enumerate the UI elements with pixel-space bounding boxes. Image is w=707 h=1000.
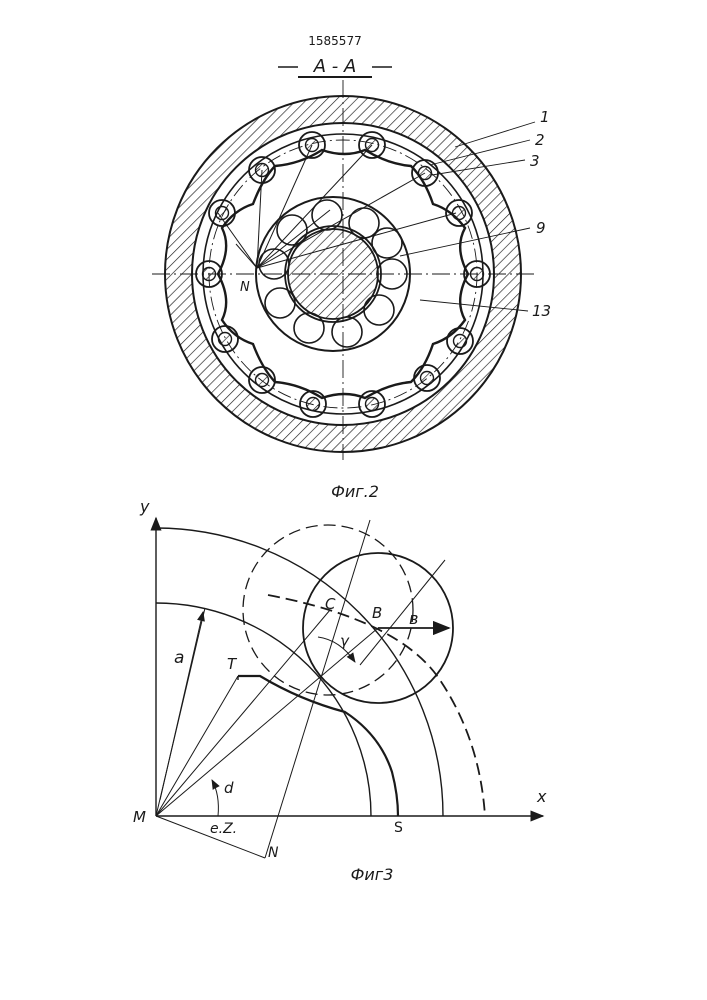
angle-alpha-label: d	[224, 779, 234, 797]
figure-2-caption: Фиг.2	[331, 482, 379, 501]
x-axis-label: x	[536, 787, 547, 806]
patent-number: 1585577	[308, 34, 361, 48]
ez-label: e.Z.	[210, 821, 237, 837]
part-number-1: 1	[540, 108, 550, 126]
radius-b-label: в	[409, 609, 418, 628]
figure-2: N 1 2 3 9 13 Фиг.2	[152, 80, 551, 501]
section-title: A - A	[278, 56, 392, 77]
angle-alpha-arc	[212, 780, 218, 816]
point-b-label: B	[372, 604, 382, 622]
profile-curve	[238, 676, 398, 816]
part-number-9: 9	[536, 219, 546, 237]
figure-3-caption: Фиг3	[351, 865, 394, 884]
point-n-label: N	[240, 280, 250, 295]
figure-3: y x M N T C	[133, 497, 547, 884]
part-number-13: 13	[532, 302, 551, 320]
point-t-label: T	[227, 655, 238, 673]
roller	[300, 391, 326, 417]
arc-outer	[156, 528, 443, 816]
dimension-a-label: a	[174, 648, 184, 668]
point-c-label: C	[325, 595, 336, 613]
part-number-3: 3	[530, 152, 540, 170]
section-title-text: A - A	[313, 56, 357, 77]
angle-gamma-arc	[318, 637, 355, 662]
part-number-2: 2	[535, 131, 545, 149]
point-n-label: N	[268, 845, 279, 861]
angle-gamma-label: γ	[340, 632, 350, 650]
y-axis-label: y	[139, 497, 150, 516]
construction-lines	[156, 520, 445, 858]
point-m-label: M	[133, 808, 146, 826]
point-s-label: S	[394, 820, 403, 836]
